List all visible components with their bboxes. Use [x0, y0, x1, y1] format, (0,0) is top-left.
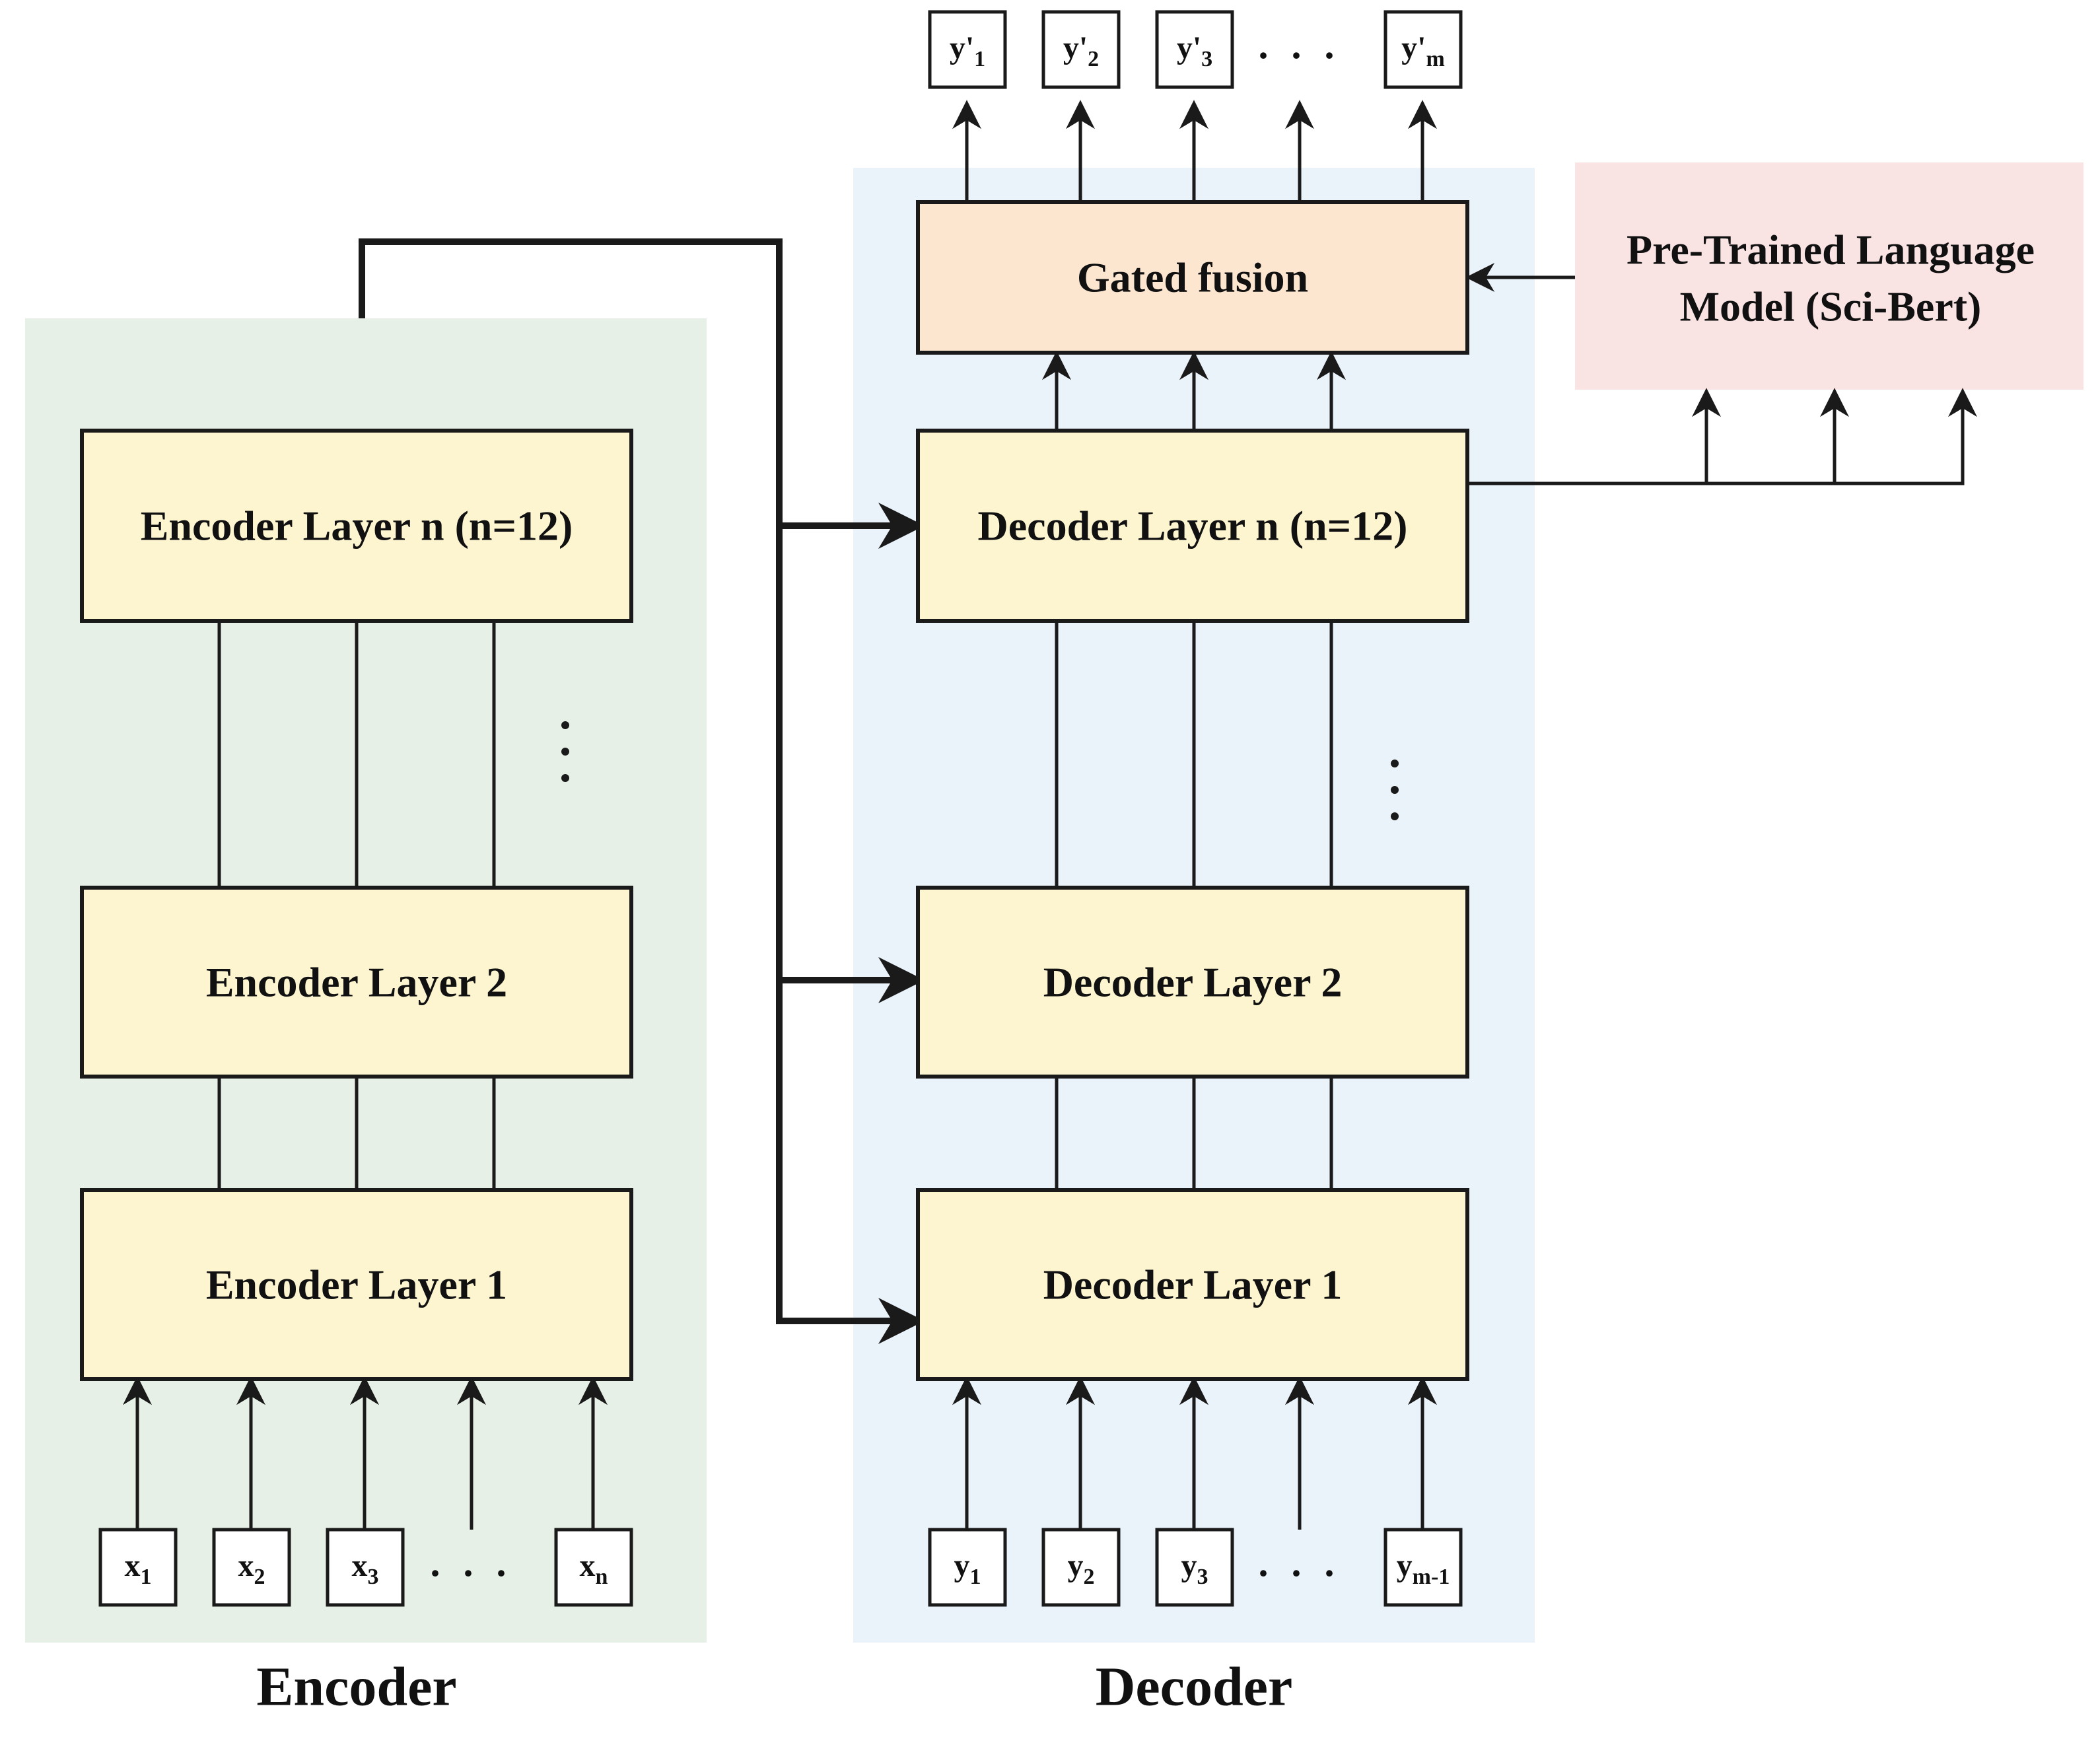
decoder-layer-2: Decoder Layer 2	[916, 886, 1469, 1079]
gated-fusion-label: Gated fusion	[1077, 254, 1308, 301]
decoder-input-ym-1: ym-1	[1397, 1548, 1450, 1589]
encoder-input-arrows	[123, 1376, 608, 1530]
encoder-layer-2: Encoder Layer 2	[80, 886, 633, 1079]
gated-fusion-box: Gated fusion	[916, 200, 1469, 355]
decoder-output-tokens	[928, 10, 1463, 89]
encoder-input-x2: x2	[238, 1548, 265, 1589]
decoder-output-ellipsis: . . .	[1259, 23, 1341, 67]
decoder-to-plm-arrows	[1469, 388, 1977, 485]
plm-label-line1: Pre-Trained Language	[1627, 227, 2035, 273]
encoder-input-x3: x3	[352, 1548, 379, 1589]
decoder-output-ym: y'm	[1401, 30, 1445, 71]
encoder-layer-1-label: Encoder Layer 1	[206, 1261, 507, 1308]
decoder-input-y3: y3	[1181, 1548, 1208, 1589]
encoder-vertical-ellipsis	[561, 721, 569, 782]
plm-label-line2: Model (Sci-Bert)	[1680, 283, 1982, 330]
decoder-connectors	[1055, 621, 1333, 1190]
decoder-vertical-ellipsis	[1391, 760, 1399, 820]
decoder-input-ellipsis: . . .	[1259, 1541, 1341, 1584]
encoder-layer-n: Encoder Layer n (n=12)	[80, 429, 633, 623]
decoder-caption: Decoder	[1096, 1656, 1293, 1718]
encoder-input-x1: x1	[125, 1548, 152, 1589]
decoder-output-y2: y'2	[1063, 30, 1099, 71]
decoder-to-fusion-arrows	[1042, 351, 1346, 431]
encoder-connectors	[217, 621, 496, 1190]
encoder-layer-1: Encoder Layer 1	[80, 1188, 633, 1381]
decoder-input-arrows	[952, 1376, 1437, 1530]
decoder-output-y3: y'3	[1177, 30, 1212, 71]
decoder-layer-n-label: Decoder Layer n (n=12)	[978, 503, 1408, 550]
decoder-output-y1: y'1	[950, 30, 985, 71]
decoder-layer-1-label: Decoder Layer 1	[1043, 1261, 1343, 1308]
decoder-input-y2: y2	[1068, 1548, 1095, 1589]
encoder-to-decoder-connection	[359, 238, 925, 1344]
plm-panel	[1575, 162, 2083, 390]
encoder-caption: Encoder	[256, 1656, 456, 1718]
decoder-input-tokens	[928, 1528, 1463, 1607]
encoder-input-tokens	[98, 1528, 633, 1607]
decoder-layer-2-label: Decoder Layer 2	[1043, 959, 1343, 1006]
decoder-layer-n: Decoder Layer n (n=12)	[916, 429, 1469, 623]
encoder-layer-n-label: Encoder Layer n (n=12)	[141, 503, 573, 550]
fusion-to-output-arrows	[952, 100, 1437, 202]
encoder-input-xn: xn	[580, 1548, 608, 1589]
encoder-input-ellipsis: . . .	[431, 1541, 513, 1584]
encoder-layer-2-label: Encoder Layer 2	[206, 959, 507, 1006]
decoder-layer-1: Decoder Layer 1	[916, 1188, 1469, 1381]
decoder-input-y1: y1	[954, 1548, 981, 1589]
